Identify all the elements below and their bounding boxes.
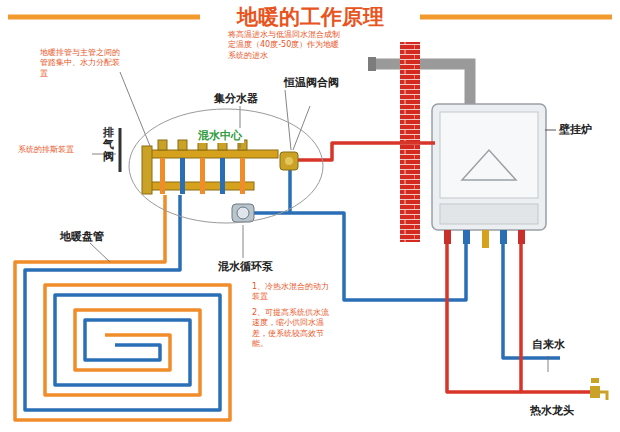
pipes: [254, 143, 592, 392]
annotation: 1、冷热水混合的动力装置: [252, 282, 332, 303]
part-label: 恒温阀合阀: [284, 76, 339, 90]
manifold: [142, 140, 278, 194]
annotation: 2、可提高系统供水流速度，缩小供回水温差，使系统较高效节能。: [252, 308, 332, 350]
part-label: 热水龙头: [530, 404, 574, 418]
annotation: 将高温进水与低温回水混合成制定温度（40度-50度）作为地暖系统的进水: [228, 30, 346, 61]
leader-lines: [90, 72, 548, 372]
node-label: 混水中心: [196, 128, 244, 143]
floor-coil: [15, 195, 230, 420]
wall-boiler: [432, 104, 556, 230]
vent-bracket: [119, 128, 122, 172]
part-label: 壁挂炉: [559, 123, 592, 137]
title: 地暖的工作原理: [237, 4, 384, 30]
hot-water-tap: [590, 378, 607, 400]
mixing-center-ellipse: 混水中心: [128, 108, 324, 224]
part-label: 集分水器: [214, 92, 258, 106]
part-label: 混水循环泵: [218, 260, 273, 274]
part-label: 排气阀: [103, 127, 114, 163]
part-label: 地暖盘管: [60, 230, 104, 244]
part-label: 自来水: [532, 338, 565, 352]
mixing-valve: [280, 152, 298, 170]
circulation-pump: [232, 204, 254, 222]
annotation: 系统的排斯装置: [18, 145, 92, 155]
boiler-fittings: [444, 230, 525, 248]
annotation: 地暖排管与主管之间的管路集中、水力分配装置: [40, 48, 122, 79]
